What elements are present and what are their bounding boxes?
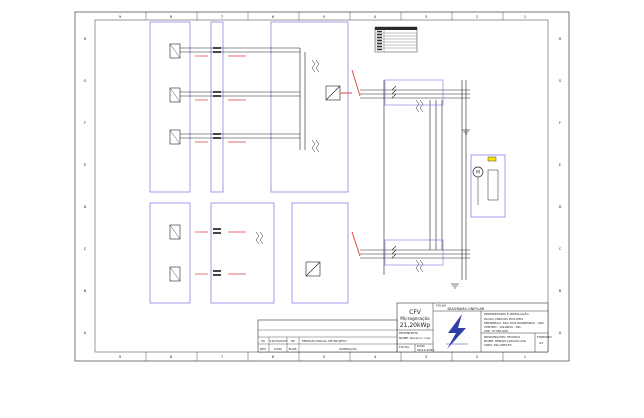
grid-col-label: 2 bbox=[476, 355, 478, 359]
equipment-group-boxes bbox=[149, 21, 506, 304]
revision-by: RP bbox=[291, 339, 295, 343]
grid-col-label: 8 bbox=[170, 15, 173, 19]
string-box-upper bbox=[210, 21, 224, 193]
revision-desc: EMISSÃO INICIAL DE PROJETO bbox=[302, 338, 347, 343]
ac-feeders-red bbox=[340, 69, 361, 257]
grid-col-label: 9 bbox=[119, 355, 122, 359]
grid-col-label: 5 bbox=[323, 15, 325, 19]
grid-row-label: G bbox=[559, 79, 562, 83]
grid-col-label: 8 bbox=[170, 355, 173, 359]
grid-col-label: 3 bbox=[425, 15, 427, 19]
dc-wiring-upper-red bbox=[195, 55, 246, 275]
owner-header: PROPRIETÁRIO E INSTALAÇÃO bbox=[484, 311, 529, 316]
pv-modules-lower bbox=[169, 224, 181, 282]
grid-col-label: 7 bbox=[221, 15, 223, 19]
grid-row-label: A bbox=[84, 331, 87, 335]
project-line2: Microgeração bbox=[400, 316, 430, 322]
grid-col-label: 4 bbox=[374, 355, 377, 359]
grid-row-label: D bbox=[559, 205, 562, 209]
meter-panel-box bbox=[470, 154, 506, 218]
pv-module-icon bbox=[169, 224, 181, 240]
revision-header-date: DATA bbox=[274, 347, 283, 351]
grid-col-label: 1 bbox=[524, 355, 526, 359]
breakers bbox=[391, 85, 397, 259]
owner-name: PAULO VINICIUS DOS REIS bbox=[484, 317, 523, 321]
revision-header-desc: ALTERAÇÃO bbox=[339, 346, 357, 351]
grid-row-label: C bbox=[559, 247, 562, 251]
inverter-box-upper bbox=[270, 21, 349, 193]
grid-col-label: 3 bbox=[425, 355, 427, 359]
string-box-lower bbox=[210, 202, 275, 304]
grid-row-label: G bbox=[84, 79, 87, 83]
grid-row-label: D bbox=[84, 205, 87, 209]
crea-number: CREA: MG-285235 bbox=[484, 343, 512, 347]
symbol-legend bbox=[374, 26, 418, 53]
date-label: DATA bbox=[417, 344, 426, 348]
pv-module-icon bbox=[169, 87, 181, 103]
grid-column-ticks bbox=[145, 12, 504, 361]
revision-table: 00 13/03/2023 RP EMISSÃO INICIAL DE PROJ… bbox=[257, 319, 398, 353]
pv-modules-upper bbox=[169, 43, 181, 145]
meter-panel: M bbox=[472, 156, 499, 205]
grid-labels-bottom: 9 8 7 6 5 4 3 2 1 bbox=[119, 355, 526, 359]
grid-labels-left: H G F E D C B A bbox=[84, 37, 87, 335]
format-label: FORMATO bbox=[537, 335, 552, 339]
grid-row-label: B bbox=[559, 289, 562, 293]
pv-array-box-lower bbox=[149, 202, 191, 304]
pv-module-icon bbox=[169, 129, 181, 145]
revision-date: 13/03/2023 bbox=[269, 339, 286, 343]
grid-row-label: H bbox=[84, 37, 87, 41]
sheet-title: DIAGRAMA UNIFILAR bbox=[447, 307, 485, 311]
grid-row-label: F bbox=[84, 121, 86, 125]
inverters bbox=[305, 85, 341, 277]
grid-row-label: C bbox=[84, 247, 87, 251]
busbar-boxes bbox=[384, 79, 444, 266]
meter-icon-label: M bbox=[476, 170, 480, 176]
folha-header: FOLHA bbox=[436, 304, 447, 308]
designer-name: NOME: Renan C. Lusi bbox=[399, 336, 431, 340]
ground-icons bbox=[451, 129, 470, 289]
grid-col-label: 7 bbox=[221, 355, 223, 359]
grid-col-label: 2 bbox=[476, 15, 478, 19]
responsible-label: RESPONSÁVEL TÉCNICO bbox=[484, 334, 521, 339]
owner-cep: CEP: 37780-000 bbox=[484, 329, 508, 333]
grid-labels-top: 9 8 7 6 5 4 3 2 1 bbox=[119, 15, 526, 19]
grid-row-label: E bbox=[84, 163, 87, 167]
format-value: A3 bbox=[539, 341, 543, 345]
grid-col-label: 6 bbox=[272, 355, 275, 359]
responsible-name: NOME: RENAN CARLOS LUSI bbox=[484, 339, 526, 343]
grid-row-label: F bbox=[559, 121, 561, 125]
title-block: CFV Microgeração 21,20kWp DESENHISTA NOM… bbox=[396, 302, 552, 353]
grid-labels-right: H G F E D C B A bbox=[559, 37, 562, 335]
owner-address: ENDEREÇO: RUA DOS BANDEIRAS - 490 bbox=[484, 321, 544, 325]
dc-wiring-upper bbox=[180, 47, 306, 150]
grid-col-label: 6 bbox=[272, 15, 275, 19]
grid-col-label: 1 bbox=[524, 15, 526, 19]
revision-rev: 00 bbox=[261, 339, 265, 343]
designer-label: DESENHISTA bbox=[399, 331, 419, 335]
project-line3: 21,20kWp bbox=[400, 322, 431, 329]
lightning-bolt-logo bbox=[446, 314, 468, 349]
inverter-box-lower bbox=[291, 202, 349, 304]
grid-col-label: 4 bbox=[374, 15, 377, 19]
pv-module-icon bbox=[169, 266, 181, 282]
grid-col-label: 9 bbox=[119, 15, 122, 19]
grid-row-label: H bbox=[559, 37, 562, 41]
grid-col-label: 5 bbox=[323, 355, 325, 359]
project-line1: CFV bbox=[409, 309, 422, 316]
ac-busbars bbox=[360, 80, 470, 280]
pv-array-box-upper bbox=[149, 21, 191, 193]
folha-label: FOLHA bbox=[399, 345, 410, 349]
owner-city: CENTRO - VALINHO - MG bbox=[484, 325, 521, 329]
date-value: 06/11/2023 bbox=[417, 348, 434, 352]
revision-header-rev: REV bbox=[260, 347, 267, 351]
surge-protectors bbox=[255, 59, 424, 273]
grid-row-label: B bbox=[84, 289, 87, 293]
grid-row-label: E bbox=[559, 163, 562, 167]
pv-module-icon bbox=[169, 43, 181, 59]
revision-header-by: ELAB. bbox=[289, 347, 298, 351]
grid-row-label: A bbox=[559, 331, 562, 335]
string-fuses bbox=[213, 47, 221, 276]
